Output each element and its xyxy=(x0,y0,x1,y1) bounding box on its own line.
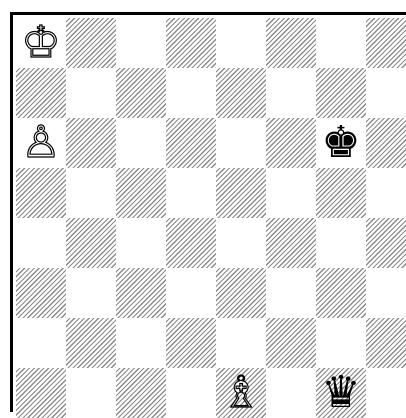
square-g1[interactable]: ♛ xyxy=(316,368,366,418)
square-b1[interactable] xyxy=(66,368,116,418)
square-d2[interactable] xyxy=(166,318,216,368)
square-a4[interactable] xyxy=(16,218,66,268)
square-g4[interactable] xyxy=(316,218,366,268)
square-e5[interactable] xyxy=(216,168,266,218)
square-d8[interactable] xyxy=(166,18,216,68)
square-a1[interactable] xyxy=(16,368,66,418)
square-a7[interactable] xyxy=(16,68,66,118)
square-g5[interactable] xyxy=(316,168,366,218)
square-e6[interactable] xyxy=(216,118,266,168)
square-a8[interactable]: ♔ xyxy=(16,18,66,68)
chess-board-frame: ♔♙♚♗♛ xyxy=(10,12,406,412)
square-e2[interactable] xyxy=(216,318,266,368)
square-d7[interactable] xyxy=(166,68,216,118)
square-b2[interactable] xyxy=(66,318,116,368)
square-e3[interactable] xyxy=(216,268,266,318)
white-bishop-piece[interactable]: ♗ xyxy=(221,368,260,418)
square-d5[interactable] xyxy=(166,168,216,218)
square-f5[interactable] xyxy=(266,168,316,218)
square-a3[interactable] xyxy=(16,268,66,318)
square-e4[interactable] xyxy=(216,218,266,268)
chess-board: ♔ ♙ ♚ ♗ ♛ xyxy=(16,18,406,418)
white-king-piece[interactable]: ♔ xyxy=(21,18,60,68)
square-c4[interactable] xyxy=(116,218,166,268)
square-a6[interactable]: ♙ xyxy=(16,118,66,168)
square-h3[interactable] xyxy=(366,268,406,318)
square-h1[interactable] xyxy=(366,368,406,418)
square-h8[interactable] xyxy=(366,18,406,68)
square-c5[interactable] xyxy=(116,168,166,218)
square-e8[interactable] xyxy=(216,18,266,68)
square-g8[interactable] xyxy=(316,18,366,68)
square-g6[interactable]: ♚ xyxy=(316,118,366,168)
square-f2[interactable] xyxy=(266,318,316,368)
square-b4[interactable] xyxy=(66,218,116,268)
square-f6[interactable] xyxy=(266,118,316,168)
black-queen-piece[interactable]: ♛ xyxy=(321,368,360,418)
white-pawn-piece[interactable]: ♙ xyxy=(21,118,60,168)
square-e1[interactable]: ♗ xyxy=(216,368,266,418)
square-f4[interactable] xyxy=(266,218,316,268)
square-g3[interactable] xyxy=(316,268,366,318)
square-c3[interactable] xyxy=(116,268,166,318)
square-f1[interactable] xyxy=(266,368,316,418)
square-h7[interactable] xyxy=(366,68,406,118)
square-g2[interactable] xyxy=(316,318,366,368)
square-e7[interactable] xyxy=(216,68,266,118)
square-h4[interactable] xyxy=(366,218,406,268)
square-b5[interactable] xyxy=(66,168,116,218)
square-a5[interactable] xyxy=(16,168,66,218)
square-g7[interactable] xyxy=(316,68,366,118)
square-c6[interactable] xyxy=(116,118,166,168)
square-f8[interactable] xyxy=(266,18,316,68)
square-a2[interactable] xyxy=(16,318,66,368)
black-king-piece[interactable]: ♚ xyxy=(321,118,360,168)
square-c8[interactable] xyxy=(116,18,166,68)
square-b6[interactable] xyxy=(66,118,116,168)
square-d3[interactable] xyxy=(166,268,216,318)
square-h6[interactable] xyxy=(366,118,406,168)
square-d1[interactable] xyxy=(166,368,216,418)
square-h2[interactable] xyxy=(366,318,406,368)
square-f7[interactable] xyxy=(266,68,316,118)
square-b8[interactable] xyxy=(66,18,116,68)
square-c7[interactable] xyxy=(116,68,166,118)
square-h5[interactable] xyxy=(366,168,406,218)
square-d6[interactable] xyxy=(166,118,216,168)
square-b3[interactable] xyxy=(66,268,116,318)
square-d4[interactable] xyxy=(166,218,216,268)
square-c2[interactable] xyxy=(116,318,166,368)
square-f3[interactable] xyxy=(266,268,316,318)
square-b7[interactable] xyxy=(66,68,116,118)
square-c1[interactable] xyxy=(116,368,166,418)
